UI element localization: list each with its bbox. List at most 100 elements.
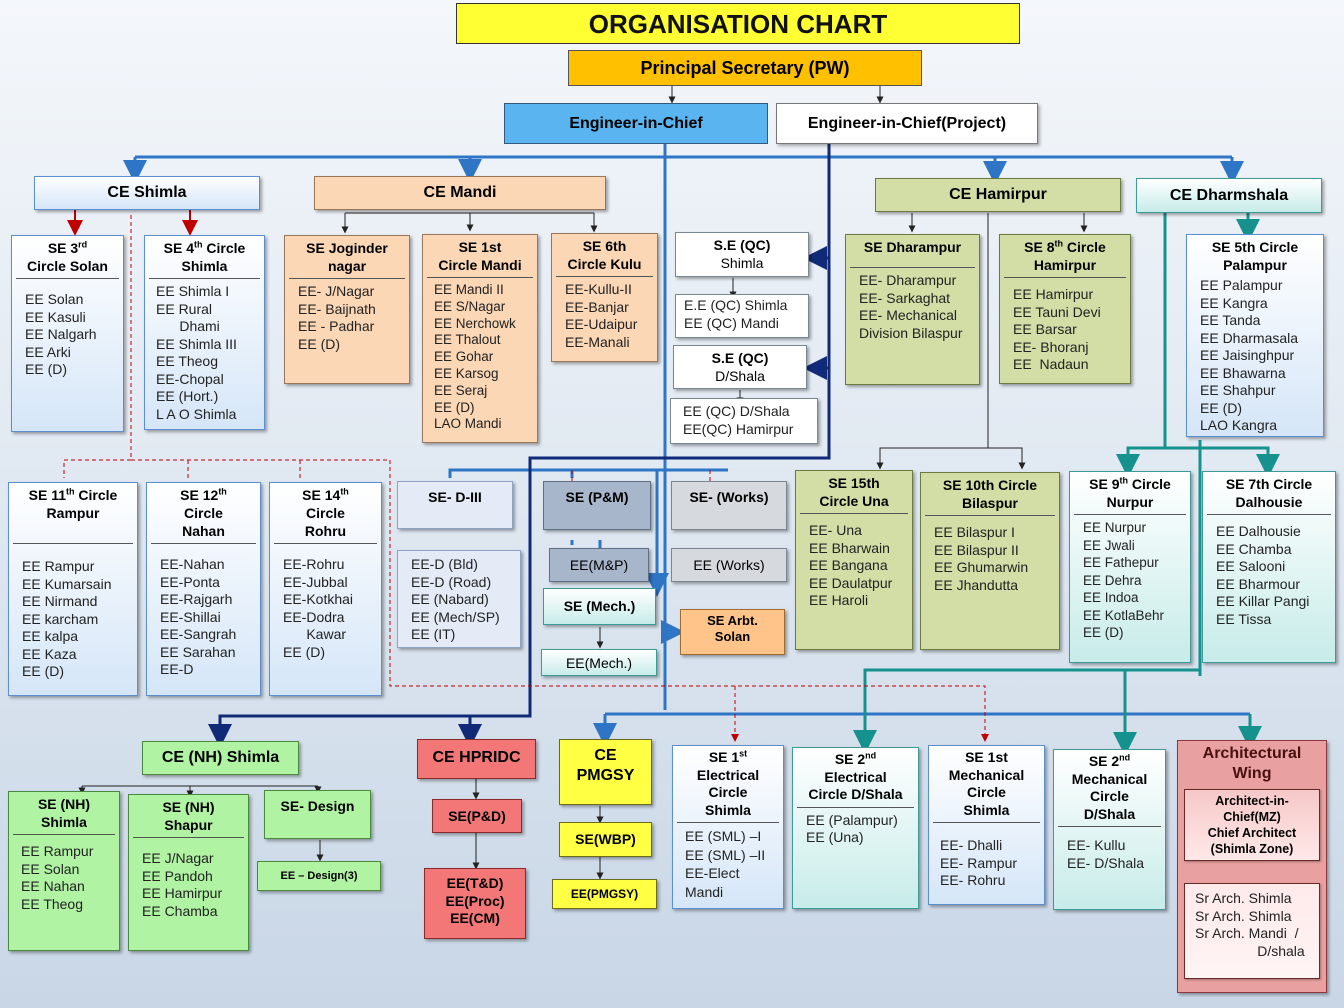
se-qc-shimla: S.E (QC)Shimla [675, 232, 809, 277]
circle-city: Nahan [182, 523, 225, 539]
circle-city: D/Shala [1083, 805, 1136, 822]
ee-item: EE Bilaspur I [934, 524, 1015, 540]
ee-item: EE- Rampur [940, 854, 1018, 871]
ee-item: EE- Sarkaghat [859, 289, 951, 306]
ee-item: EE Sarahan [160, 643, 236, 660]
wing-title: Architectural [1202, 745, 1302, 762]
ee-item: EE Kasuli [25, 308, 86, 325]
ee-item: EE Haroli [809, 592, 869, 608]
ee-item: EE Karsog [434, 365, 499, 381]
chart-title: ORGANISATION CHART [456, 3, 1020, 44]
ee-item: EE (QC) Mandi [684, 314, 779, 331]
ee-item: EE (D) [1083, 625, 1124, 640]
se-label: SE 10th Circle [942, 477, 1038, 493]
circle-city: Rohru [304, 523, 347, 539]
ee-item: Division Bilaspur [859, 324, 963, 341]
ee-item: L A O Shimla [156, 405, 237, 422]
ee-item: EE- Mechanical [859, 307, 958, 323]
circle-name: Solan [714, 629, 751, 644]
ordinal: th [1054, 238, 1064, 249]
ee-item: EE (SML) –II [685, 846, 766, 863]
circle-name: Circle Una [819, 493, 889, 509]
ee-item: Mandi [685, 883, 724, 900]
circle-solan-title: SE 3rd [14, 239, 121, 257]
ee-item: EE Bhawarna [1200, 364, 1286, 381]
se-pd: SE(P&D) [432, 799, 522, 833]
circle-type: Electrical [696, 766, 760, 783]
ee-item: EE-D (Bld) [411, 556, 478, 572]
ee-item: Dhami [156, 318, 220, 334]
ee-item: EE (Palampur) [806, 811, 898, 828]
ee-item: EE-Sangrah [160, 626, 237, 642]
circle-name: Nurpur [1106, 494, 1154, 510]
ce-label: CE [594, 747, 617, 764]
se-label: SE 7th Circle [1225, 476, 1313, 492]
ee-item: EE Seraj [434, 382, 488, 398]
se-label: SE (P&M) [565, 489, 629, 505]
ce-shimla-label: CE Shimla [107, 184, 187, 201]
se-label: SE 2 [1088, 753, 1120, 769]
ee-item: EE (D) [283, 643, 325, 660]
architect-label: Architect-in- [1215, 794, 1289, 808]
ee-item: EE Palampur [1200, 277, 1283, 293]
circle-name: Shimla [181, 258, 228, 274]
ee-label: EE(Proc) [445, 892, 505, 909]
ee-item: EE (D) [298, 335, 340, 352]
se-wbp: SE(WBP) [559, 822, 652, 857]
ee-item: EE J/Nagar [142, 850, 214, 866]
ee-item: EE Solan [21, 860, 80, 877]
ee-item: EE Fathepur [1083, 555, 1159, 570]
circle-suffix: Circle [202, 240, 246, 256]
ee-item: EE-Manali [565, 333, 630, 350]
se-label: SE Arbt. [707, 613, 758, 628]
ee-item: EE Nirmand [22, 593, 98, 609]
ee-item: EE (D) [1200, 399, 1242, 416]
ee-item: EE- Baijnath [298, 300, 376, 317]
ee-item: EE Hamirpur [1013, 286, 1094, 302]
circle-city: Shimla [705, 801, 751, 818]
ee-item: EE-Banjar [565, 298, 629, 315]
circle-suffix: Circle [74, 487, 118, 503]
ee-item: EE Rampur [22, 558, 95, 574]
ee-item: EE-Shillai [160, 608, 221, 625]
ee-item: EE Mandi II [434, 282, 504, 297]
ee-item: EE (SML) –I [685, 828, 762, 844]
ee-label: EE(T&D) [446, 875, 504, 891]
circle-name: D/Shala [715, 368, 765, 384]
ee-item: LAO Mandi [434, 416, 502, 432]
ee-item: EE-Chopal [156, 370, 224, 387]
ee-item: EE Pandoh [142, 867, 213, 884]
se-label: S.E (QC) [711, 350, 769, 366]
ee-item: EE (D) [434, 399, 475, 415]
ee-item: EE Theog [156, 353, 219, 369]
circle-name: Shapur [164, 817, 213, 833]
ce-mandi-label: CE Mandi [423, 184, 497, 201]
architect-label: Chief Architect [1207, 826, 1297, 840]
se-label: SE- Design [280, 798, 355, 814]
ce-mandi-box: CE Mandi [314, 176, 606, 210]
circle-name: Circle [967, 784, 1006, 800]
ordinal: nd [865, 750, 877, 761]
ee-item: EE Kangra [1200, 294, 1268, 311]
circle-name: Circle [708, 784, 748, 800]
se-label: SE 2 [834, 751, 866, 767]
ee-label: EE (Works) [693, 557, 765, 573]
ee-item: Sr Arch. Shimla [1195, 907, 1292, 924]
circle-name: Circle [184, 505, 223, 521]
ee-item: EE Salooni [1216, 558, 1286, 574]
architect-label: (Shimla Zone) [1210, 842, 1294, 856]
ee-item: EE Chamba [142, 902, 218, 919]
